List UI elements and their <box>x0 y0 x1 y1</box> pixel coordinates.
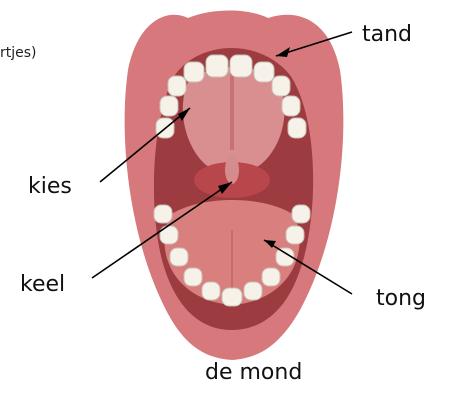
label-tand: tand <box>362 24 412 46</box>
uvula <box>225 156 239 184</box>
label-kies: kies <box>28 176 72 198</box>
label-keel: keel <box>20 274 65 296</box>
caption: de mond <box>205 362 302 384</box>
label-partial: rtjes) <box>0 46 37 60</box>
label-tong: tong <box>376 288 426 310</box>
